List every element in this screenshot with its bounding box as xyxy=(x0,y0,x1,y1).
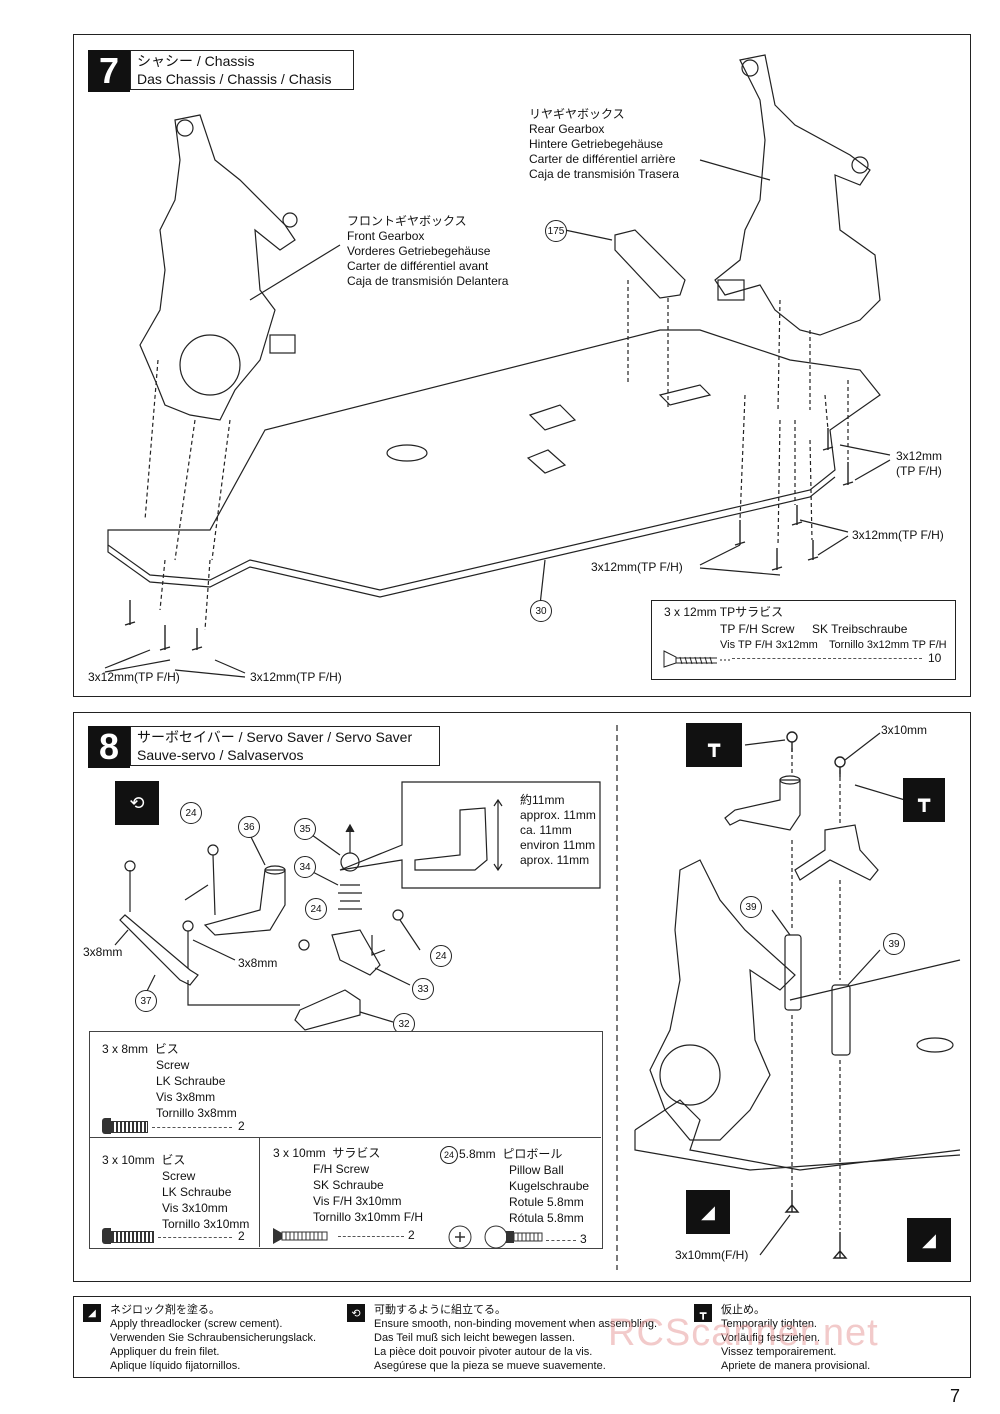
parts-box-3x12-dashes xyxy=(732,658,922,659)
watermark: RCScanner.net xyxy=(608,1312,879,1354)
legend-screw-3x8: 3 x 8mm ビス Screw LK Schraube Vis 3x8mm T… xyxy=(102,1042,237,1120)
fh-3x10-dashes xyxy=(338,1236,404,1237)
smooth-movement-icon: ⟲ xyxy=(347,1304,365,1322)
screw-3x10-dashes xyxy=(158,1237,232,1238)
servo-saver-32 xyxy=(294,989,361,1031)
part-number-39-a: 39 xyxy=(740,896,762,918)
step8-parts-legend xyxy=(89,1031,603,1249)
parts-box-3x12-title: 3 x 12mm TPサラビス xyxy=(664,605,784,619)
part-number-34: 34 xyxy=(294,856,316,878)
page-number: 7 xyxy=(950,1386,961,1406)
fh-3x10-qty: 2 xyxy=(408,1228,415,1242)
parts-box-3x12-line2a: Vis TP F/H 3x12mm xyxy=(720,639,818,651)
chassis-plate xyxy=(107,329,881,591)
part-number-33: 33 xyxy=(412,978,434,1000)
front-gearbox-label: フロントギヤボックス Front Gearbox Vorderes Getrie… xyxy=(347,214,509,288)
screw-label-center: 3x12mm(TP F/H) xyxy=(591,560,683,574)
temporary-tighten-icon: ┳ xyxy=(903,778,945,822)
screw-3x10-icon xyxy=(102,1228,154,1244)
tp-screw-icon xyxy=(663,650,732,668)
pillow-ball-dashes xyxy=(546,1240,576,1241)
legend-fh-3x10: 3 x 10mm サラビス F/H Screw SK Schraube Vis … xyxy=(273,1146,424,1224)
part-number-24-b: 24 xyxy=(305,898,327,920)
part-number-24-a: 24 xyxy=(180,802,202,824)
rear-gearbox xyxy=(714,54,881,336)
footer-smooth-text: 可動するように組立てる。 Ensure smooth, non-binding … xyxy=(374,1304,658,1372)
part-number-30: 30 xyxy=(530,600,552,622)
screw-label-right-top: 3x12mm (TP F/H) xyxy=(896,449,943,478)
screw-label-left-bottom: 3x12mm(TP F/H) xyxy=(88,670,180,684)
rear-gearbox-label: リヤギヤボックス Rear Gearbox Hintere Getriebege… xyxy=(529,107,680,181)
pillow-ball-qty: 3 xyxy=(580,1232,587,1246)
screw-3x8-dashes xyxy=(152,1127,232,1128)
step7-title: シャシー / Chassis Das Chassis / Chassis / C… xyxy=(130,50,354,90)
step7-number: 7 xyxy=(88,50,130,92)
part-number-24-c: 24 xyxy=(430,945,452,967)
temporary-tighten-icon: ┳ xyxy=(694,1304,712,1322)
spring-dimension-label: 約11mm approx. 11mm ca. 11mm environ 11mm… xyxy=(520,793,596,867)
legend-divider-v xyxy=(259,1137,260,1247)
legend-screw-3x10: 3 x 10mm ビス Screw LK Schraube Vis 3x10mm… xyxy=(102,1153,250,1231)
smooth-movement-icon: ⟲ xyxy=(115,781,159,825)
servo-post-36 xyxy=(203,869,286,936)
part-number-175: 175 xyxy=(545,220,567,242)
part-number-39-b: 39 xyxy=(883,933,905,955)
screw-label-mid-bottom: 3x12mm(TP F/H) xyxy=(250,670,342,684)
screw-3x10-qty: 2 xyxy=(238,1229,245,1243)
step8-title: サーボセイバー / Servo Saver / Servo Saver Sauv… xyxy=(130,726,440,766)
screw-3x8-qty: 2 xyxy=(238,1119,245,1133)
part-number-37: 37 xyxy=(135,990,157,1012)
screw-label-3x10-top: 3x10mm xyxy=(881,723,928,737)
step8-title-line1: サーボセイバー / Servo Saver / Servo Saver xyxy=(137,729,413,745)
front-gearbox-right xyxy=(649,859,796,1141)
threadlock-icon: ◢ xyxy=(907,1218,951,1262)
parts-box-3x12-line1b: SK Treibschraube xyxy=(812,622,908,636)
step8-number: 8 xyxy=(88,726,130,768)
part-number-35: 35 xyxy=(294,818,316,840)
legend-pillow-ball: 5.8mm ピロボール Pillow Ball Kugelschraube Ro… xyxy=(459,1147,590,1225)
legend-divider xyxy=(89,1137,259,1138)
threadlock-icon: ◢ xyxy=(83,1304,101,1322)
parts-box-3x12-qty: 10 xyxy=(928,651,942,665)
screw-label-right-mid: 3x12mm(TP F/H) xyxy=(852,528,944,542)
legend-divider-top xyxy=(259,1137,601,1138)
front-gearbox xyxy=(139,114,296,421)
footer-temporary-text: 仮止め。 Temporarily tighten. Vorläufig fest… xyxy=(721,1304,871,1372)
screw-label-3x10-fh: 3x10mm(F/H) xyxy=(675,1248,749,1262)
part-number-36: 36 xyxy=(238,816,260,838)
footer-legend xyxy=(73,1296,971,1378)
screw-label-3x8-a: 3x8mm xyxy=(83,945,123,959)
screw-label-3x8-b: 3x8mm xyxy=(238,956,278,970)
legend-ball-number: 24 xyxy=(440,1146,458,1164)
step7-title-line2: Das Chassis / Chassis / Chasis xyxy=(137,71,332,87)
servo-arm-37 xyxy=(119,914,199,986)
pillow-ball-icon xyxy=(448,1225,543,1249)
screw-3x8-icon xyxy=(102,1118,148,1134)
step8-title-line2: Sauve-servo / Salvaservos xyxy=(137,747,304,763)
parts-box-3x12-line2b: Tornillo 3x12mm TP F/H xyxy=(829,639,947,651)
step7-title-line1: シャシー / Chassis xyxy=(137,53,255,69)
fh-screw-icon xyxy=(273,1228,328,1244)
footer-threadlock-text: ネジロック剤を塗る。 Apply threadlocker (screw cem… xyxy=(110,1304,317,1372)
temporary-tighten-icon: ┳ xyxy=(686,723,742,767)
parts-box-3x12-line1a: TP F/H Screw xyxy=(720,622,795,636)
servo-saver-33 xyxy=(331,929,381,976)
threadlock-icon: ◢ xyxy=(686,1190,730,1234)
parts-box-3x12: 3 x 12mm TPサラビス TP F/H Screw SK Treibsch… xyxy=(651,600,956,680)
